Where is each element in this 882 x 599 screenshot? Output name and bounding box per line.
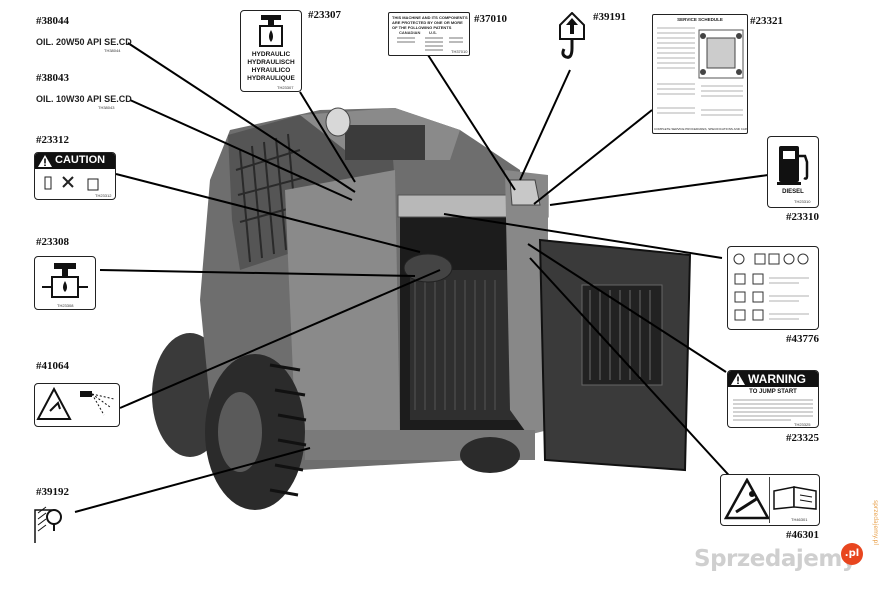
tie-down-icon [34, 506, 62, 543]
patent-line-1: THIS MACHINE AND ITS COMPONENTS [392, 15, 468, 20]
part-number-41064: #41064 [36, 360, 69, 372]
patent-number-lines [397, 37, 463, 51]
part-number-23325: #23325 [786, 432, 819, 444]
instrument-symbols-grid [733, 253, 809, 321]
hydraulic-oil-decal: HYDRAULIC HYDRAULISCH HYRAULICO HYDRAULI… [240, 10, 302, 92]
warning-header: WARNING [728, 371, 818, 387]
warning-text-lines [733, 399, 813, 421]
part-number-23308: #23308 [36, 236, 69, 248]
part-number-38043: #38043 [36, 72, 69, 84]
patent-decal: THIS MACHINE AND ITS COMPONENTS ARE PROT… [388, 12, 470, 56]
service-schedule-grid [657, 27, 744, 116]
operator-manual-code: TH46301 [791, 517, 808, 522]
warning-triangle-icon [731, 373, 745, 385]
fuel-pump-icon [777, 146, 809, 185]
hydraulic-es: HYRAULICO [251, 67, 291, 74]
service-schedule-footer: COMPLETE SERVICE PROCEDURES, SPECIFICATI… [654, 127, 748, 131]
warning-triangle-icon [38, 155, 52, 167]
hydraulic-en: HYDRAULIC [251, 51, 291, 58]
oil-decal-38044: OIL. 20W50 API SE.CD [36, 37, 132, 47]
side-watermark: sprzedajemy.pl [872, 500, 879, 546]
crush-hazard-icon [724, 478, 770, 520]
patent-line-3: OF THE FOLLOWING PATENTS [392, 25, 452, 30]
patent-us: U.S. [429, 30, 437, 35]
hydraulic-cylinder-icon [259, 15, 283, 47]
part-number-23321: #23321 [750, 15, 783, 27]
oil-decal-38044-code: TH38044 [104, 48, 121, 53]
warning-title: WARNING [748, 372, 806, 386]
patent-code: TH37010 [451, 49, 468, 54]
lift-hook-icon [559, 12, 585, 59]
warning-jump-start-decal: WARNING TO JUMP START TH23325 [727, 370, 819, 428]
caution-header: CAUTION [35, 153, 115, 169]
service-schedule-title: SERVICE SCHEDULE [677, 17, 723, 22]
watermark-text: Sprzedajemy [694, 546, 857, 572]
hydraulic-cylinder-icon [42, 263, 88, 298]
hydraulic-oil-code: TH23307 [277, 85, 294, 90]
hydraulic-symbol-code: TH23308 [57, 303, 74, 308]
warning-code: TH23325 [794, 422, 811, 427]
oil-decal-38043: OIL. 10W30 API SE.CD [36, 94, 132, 104]
patent-line-2: ARE PROTECTED BY ONE OR MORE [392, 20, 463, 25]
caution-title: CAUTION [55, 154, 106, 166]
oil-decal-38043-code: TH38043 [98, 105, 115, 110]
operator-manual-icon [773, 486, 817, 510]
part-number-43776: #43776 [786, 333, 819, 345]
service-schedule-decal: SERVICE SCHEDULE COMPLETE SERVICE PROCED… [652, 14, 748, 134]
part-number-46301: #46301 [786, 529, 819, 541]
hot-fluid-spray-decal [34, 383, 120, 427]
diesel-label: DIESEL [782, 189, 804, 195]
hydraulic-de: HYDRAULISCH [247, 59, 295, 66]
patent-canadian: CANADIAN [399, 30, 421, 35]
operator-manual-decal: TH46301 [720, 474, 820, 526]
watermark-badge: .pl [841, 543, 863, 565]
caution-decal: CAUTION TH23312 [34, 152, 116, 200]
caution-code: TH23312 [95, 193, 112, 198]
instrument-decal [727, 246, 819, 330]
part-number-23310: #23310 [786, 211, 819, 223]
hydraulic-symbol-decal: TH23308 [34, 256, 96, 310]
hot-fluid-spray-icon [36, 386, 115, 420]
diesel-decal: DIESEL TH23310 [767, 136, 819, 208]
hydraulic-fr: HYDRAULIQUE [247, 75, 295, 82]
warning-subtitle: TO JUMP START [749, 389, 797, 395]
part-number-38044: #38044 [36, 15, 69, 27]
part-number-23307: #23307 [308, 9, 341, 21]
part-number-23312: #23312 [36, 134, 69, 146]
part-number-37010: #37010 [474, 13, 507, 25]
diesel-code: TH23310 [794, 199, 811, 204]
part-number-39192: #39192 [36, 486, 69, 498]
fuel-flame-icon [44, 176, 99, 191]
part-number-39191: #39191 [593, 11, 626, 23]
